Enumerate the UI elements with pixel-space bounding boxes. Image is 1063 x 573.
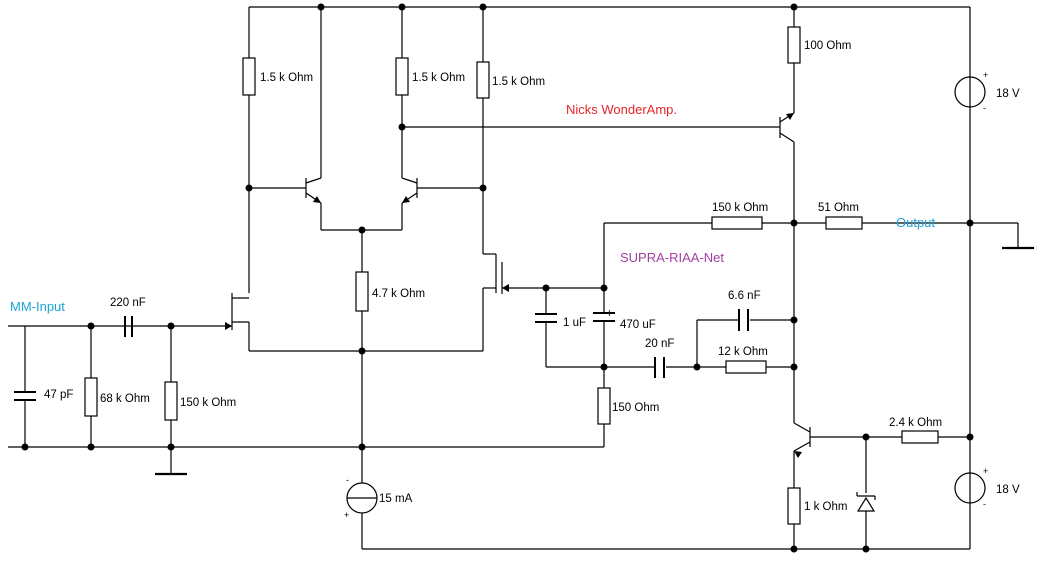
capacitor-c-1u bbox=[535, 313, 557, 330]
resistor-r-shunt-68k bbox=[84, 377, 98, 417]
resistor-r-load-mid bbox=[395, 57, 409, 96]
label-supply-top-plus: + bbox=[983, 70, 988, 80]
label-r-load-left: 1.5 k Ohm bbox=[260, 72, 313, 84]
resistor-r-top-emitter bbox=[787, 26, 801, 64]
label-r-2k4: 2.4 k Ohm bbox=[889, 417, 942, 429]
resistor-r-load-left bbox=[242, 57, 256, 96]
amp-title: Nicks WonderAmp. bbox=[566, 102, 677, 117]
junction-dots bbox=[21, 3, 974, 553]
resistor-r-tail bbox=[355, 271, 369, 312]
capacitor-c-20n bbox=[654, 357, 665, 378]
resistor-r-150 bbox=[597, 387, 611, 425]
label-r-feedback: 150 k Ohm bbox=[712, 202, 768, 214]
resistor-r-shunt-150k bbox=[164, 381, 178, 421]
label-c-input: 220 nF bbox=[110, 297, 146, 309]
resistor-r-feedback bbox=[711, 216, 763, 230]
label-c-470u-plus: + bbox=[606, 308, 613, 320]
label-supply-top-minus: - bbox=[983, 103, 986, 113]
wires bbox=[8, 6, 1034, 550]
label-current-source-minus: - bbox=[346, 475, 349, 485]
capacitor-c-6n6 bbox=[738, 309, 749, 331]
label-supply-bottom-plus: + bbox=[983, 466, 988, 476]
voltage-source-bottom bbox=[954, 472, 986, 504]
voltage-source-top bbox=[954, 76, 986, 108]
label-c-shunt: 47 pF bbox=[44, 389, 73, 401]
label-c-1u: 1 uF bbox=[563, 317, 586, 329]
label-c-6n6: 6.6 nF bbox=[728, 290, 761, 302]
label-c-470u: 470 uF bbox=[620, 319, 656, 331]
label-current-source: 15 mA bbox=[379, 493, 413, 505]
capacitor-c-input bbox=[124, 316, 133, 337]
label-r-12k: 12 k Ohm bbox=[718, 346, 768, 358]
output-label: Output bbox=[896, 215, 935, 230]
resistor-r-load-right bbox=[476, 61, 490, 99]
label-r-load-right: 1.5 k Ohm bbox=[492, 76, 545, 88]
zener-diode bbox=[856, 492, 876, 512]
label-r-top-emitter: 100 Ohm bbox=[804, 40, 851, 52]
label-r-tail: 4.7 k Ohm bbox=[372, 288, 425, 300]
label-supply-bottom-minus: - bbox=[983, 499, 986, 509]
label-r-shunt-68k: 68 k Ohm bbox=[100, 393, 150, 405]
jfet-input-gate-arrow-icon bbox=[225, 322, 232, 330]
label-r-shunt-150k: 150 k Ohm bbox=[180, 397, 236, 409]
resistor-r-1k bbox=[787, 487, 801, 525]
jfet-second-gate-arrow-icon bbox=[502, 284, 509, 292]
label-c-20n: 20 nF bbox=[645, 338, 674, 350]
label-supply-top: 18 V bbox=[996, 88, 1020, 100]
resistor-r-output bbox=[825, 216, 863, 230]
label-r-output: 51 Ohm bbox=[818, 202, 859, 214]
capacitor-c-470u bbox=[593, 312, 615, 330]
transistor-bottom-emitter-arrow-icon bbox=[794, 451, 802, 458]
current-source bbox=[346, 482, 378, 514]
riaa-network-title: SUPRA-RIAA-Net bbox=[620, 250, 724, 265]
label-supply-bottom: 18 V bbox=[996, 484, 1020, 496]
capacitor-c-shunt bbox=[14, 391, 36, 401]
label-r-1k: 1 k Ohm bbox=[804, 501, 847, 513]
label-r-load-mid: 1.5 k Ohm bbox=[412, 72, 465, 84]
transistor-mid-emitter-arrow-icon bbox=[402, 196, 410, 203]
input-label: MM-Input bbox=[10, 299, 65, 314]
resistor-r-12k bbox=[725, 360, 767, 374]
label-current-source-plus: + bbox=[344, 510, 349, 520]
label-r-150: 150 Ohm bbox=[612, 402, 659, 414]
resistor-r-2k4 bbox=[901, 430, 939, 444]
transistor-top-emitter-arrow-icon bbox=[786, 113, 794, 120]
transistor-left-emitter-arrow-icon bbox=[313, 196, 321, 203]
